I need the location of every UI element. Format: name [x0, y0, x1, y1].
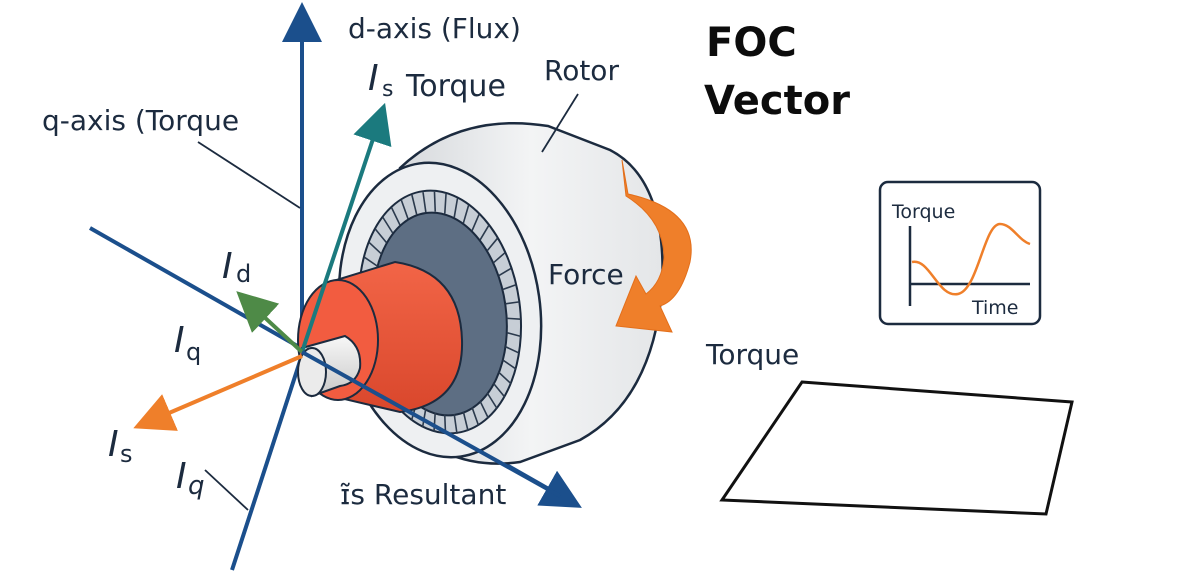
stator-slot: [368, 241, 382, 255]
rotor-leader: [541, 93, 579, 153]
iq-lower-main: I: [176, 456, 187, 497]
stator-slot: [374, 228, 388, 244]
inset-ylabel: Torque: [891, 201, 955, 223]
rotor-label: Rotor: [544, 54, 619, 87]
d-axis-label: d-axis (Flux): [348, 12, 521, 45]
q-axis-label: q-axis (Torque: [42, 104, 239, 137]
stator-slot: [400, 199, 409, 219]
iq-sub: q: [186, 338, 201, 366]
stator-slot: [411, 194, 418, 215]
stator-slot: [453, 198, 459, 218]
stator-slot: [382, 216, 394, 234]
inset-xlabel: Time: [971, 297, 1019, 319]
force-label: Force: [548, 258, 624, 291]
motor: [297, 122, 664, 465]
id-label: I d: [222, 246, 251, 288]
stator-slot: [486, 237, 499, 252]
stator-slot: [422, 192, 427, 213]
title-line2: Vector: [704, 78, 850, 124]
stator-slot: [390, 207, 401, 226]
stator-slot: [363, 256, 378, 267]
id-sub: d: [236, 260, 251, 288]
stator-slot: [433, 412, 437, 433]
is-torque-label: I s Torque: [368, 58, 506, 104]
is-torque-main: I: [368, 58, 379, 99]
stator-slot: [486, 392, 498, 410]
is-vector: [133, 354, 303, 431]
iq-main: I: [174, 320, 185, 361]
stator-slot: [498, 371, 512, 385]
resultant-axis-front: [301, 350, 561, 498]
stator-slot: [502, 359, 517, 370]
stator-slot: [462, 411, 469, 432]
torque-time-inset: Torque Time: [878, 180, 1042, 326]
stator-slot: [479, 400, 490, 419]
stator-slot: [492, 382, 506, 398]
is-torque-sub: s: [382, 77, 393, 102]
stator-slot: [433, 191, 437, 212]
iq-lower-sub: q: [188, 471, 205, 501]
stator-slot: [502, 284, 517, 291]
iq-lower-label: I q: [176, 456, 205, 501]
stator-slot: [505, 345, 520, 354]
stator-slot: [471, 214, 480, 231]
resultant-label: ɪ̃s Resultant: [340, 478, 506, 511]
bowtie-outline-icon: [719, 380, 1074, 516]
iq-lower-leader: [204, 469, 249, 511]
is-torque-vector: [300, 102, 392, 353]
id-vector: [236, 291, 304, 354]
shaft-end: [297, 347, 327, 397]
torque-right-label: Torque: [705, 338, 799, 371]
iq-label: I q: [174, 320, 201, 366]
q-axis-leader: [197, 141, 301, 209]
stator-slot: [479, 225, 490, 241]
is-left-label: I s: [108, 424, 133, 468]
stator-slot: [471, 407, 480, 427]
q-axis-lower-line: [230, 354, 304, 571]
stator-slot: [506, 317, 521, 320]
is-left-sub: s: [120, 440, 133, 468]
is-torque-word: Torque: [405, 69, 506, 104]
is-left-main: I: [108, 424, 119, 465]
inset-torque-curve: [911, 222, 1031, 296]
inset-frame: [878, 180, 1042, 326]
stator-slot: [493, 252, 506, 264]
stator-slot: [443, 193, 447, 214]
stator-slot: [453, 413, 458, 434]
stator-slot: [506, 331, 521, 338]
stator-slot: [505, 301, 520, 305]
title-line1: FOC: [706, 20, 797, 66]
stator-slot: [462, 205, 470, 224]
curved-arrow-icon: [615, 159, 692, 333]
id-main: I: [222, 246, 233, 287]
stator-slot: [498, 267, 512, 277]
